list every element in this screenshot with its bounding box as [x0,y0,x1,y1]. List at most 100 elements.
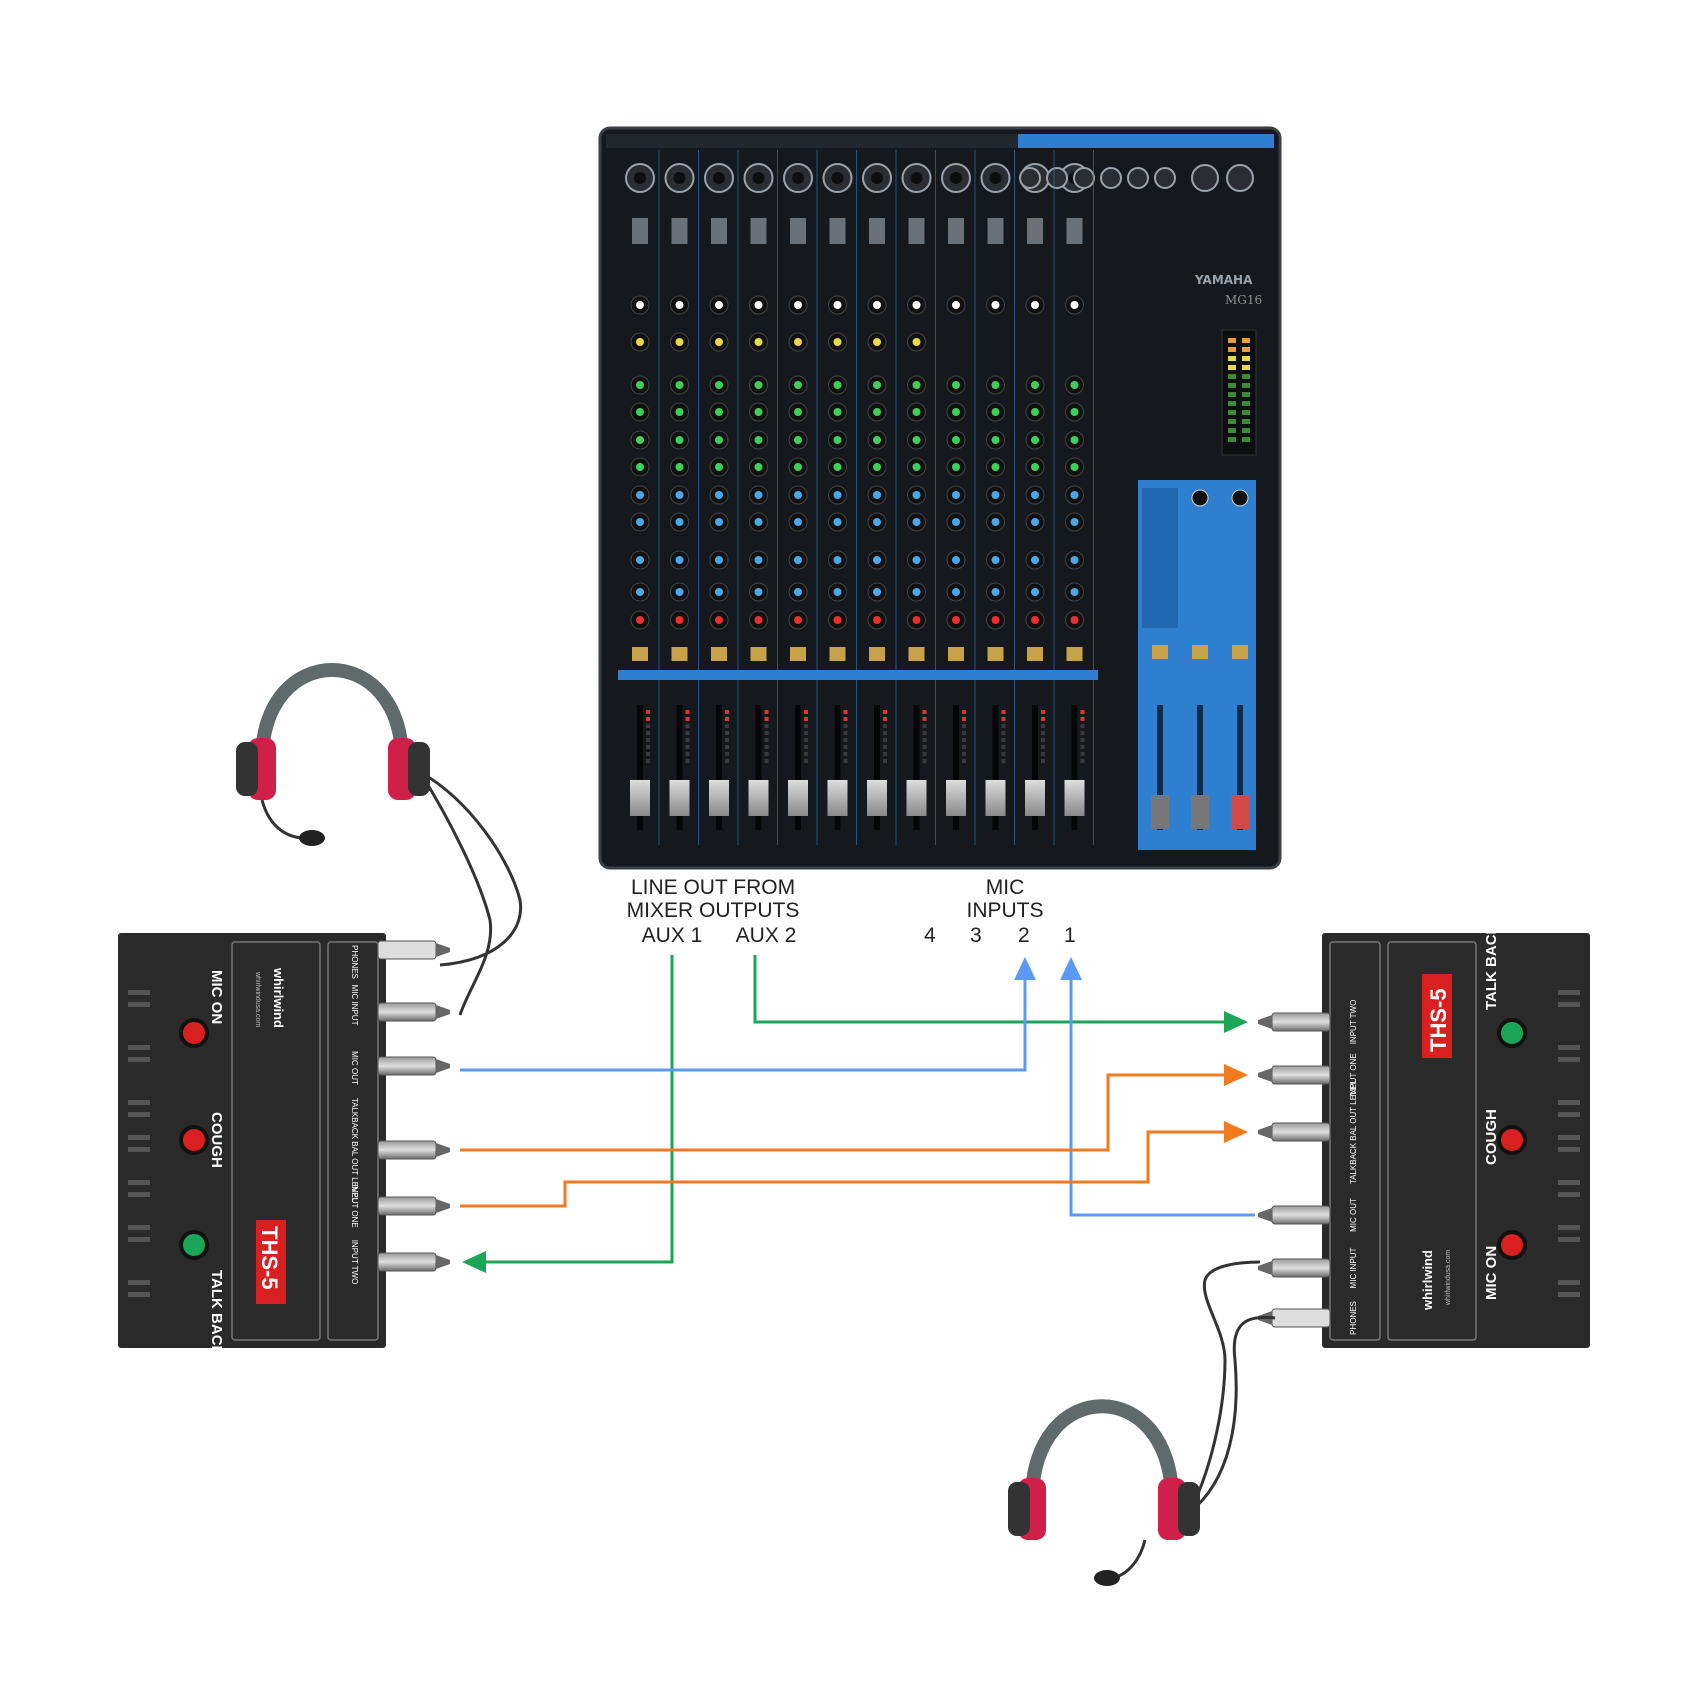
mixer-on-button[interactable] [1027,647,1043,661]
mixer-fader[interactable] [827,780,848,816]
wires [460,955,1255,1273]
right-unit-side-connectors [1558,990,1580,1297]
left-talkback-button[interactable] [179,1230,209,1260]
mixer-fader[interactable] [709,780,729,816]
mixer-accent-panel [1018,134,1274,148]
right-cough-button[interactable] [1497,1125,1527,1155]
mixer-on-button[interactable] [987,647,1004,661]
wire-left-input-one-to-right-talkback [460,1130,1228,1208]
mixer-master-on-button[interactable] [1152,645,1168,659]
right-mic-on-button[interactable] [1497,1230,1527,1260]
aux2-label: AUX 2 [735,924,797,947]
mixer-pad-switch[interactable] [750,218,767,244]
left-mic-on-button[interactable] [179,1018,209,1048]
wire-aux2-to-right-input-two [753,955,1228,1024]
mixer-on-button[interactable] [632,647,648,661]
jack-label: PHONES [350,945,359,979]
mixer-on-button[interactable] [671,647,688,661]
yamaha-mixer: YAMAHA MG16 [598,126,1282,870]
mixer-on-button[interactable] [790,647,806,661]
xlr-plug [1271,1065,1331,1085]
jack-label: TALKBACK BAL OUT LEVEL [1349,1079,1358,1184]
mixer-pad-switch[interactable] [711,218,727,244]
mixer-on-button[interactable] [1066,647,1083,661]
mixer-pad-switch[interactable] [948,218,964,244]
left-site: whirlwindusa.com [254,971,261,1027]
mixer-pad-switch[interactable] [987,218,1004,244]
mixer-input-jacks [625,163,1254,244]
left-cough-button[interactable] [179,1125,209,1155]
mixer-fader[interactable] [906,780,927,816]
right-whirlwind-brand: whirlwind [1420,1250,1435,1311]
right-site: whirlwindusa.com [1445,1250,1452,1306]
left-unit-side-connectors [128,990,150,1297]
left-unit-panel [231,941,321,1341]
xlr-plug [377,1002,437,1022]
mixer-pad-switch[interactable] [908,218,925,244]
mixer-pad-switch[interactable] [790,218,806,244]
mixer-on-button[interactable] [869,647,885,661]
mixer-on-button[interactable] [829,647,846,661]
left-headphones [236,663,523,1016]
left-talkback-unit: MIC ON COUGH TALK BACK THS-5 whirlwind w… [118,933,450,1357]
arrow-mic2 [1014,957,1036,980]
mixer-pad-switch[interactable] [869,218,885,244]
jack-label: MIC OUT [350,1051,359,1085]
mixer-fader[interactable] [867,780,887,816]
left-mic-on-label: MIC ON [208,970,225,1024]
mixer-pad-switch[interactable] [1066,218,1083,244]
left-whirlwind-brand: whirlwind [271,967,286,1028]
mixer-fader[interactable] [946,780,966,816]
mic-input-4: 4 [924,924,936,947]
mixer-pad-switch[interactable] [671,218,688,244]
arrow-right-input-two [1224,1011,1248,1033]
left-cough-label: COUGH [208,1112,225,1168]
mixer-fader[interactable] [788,780,808,816]
mic-inputs-label-2: INPUTS [966,899,1044,922]
mixer-fader[interactable] [748,780,769,816]
mixer-trs-jack [1100,167,1122,189]
phone-plug [1271,1308,1331,1328]
mixer-on-button[interactable] [711,647,727,661]
mixer-fader[interactable] [1064,780,1085,816]
mixer-meter-panel [1221,329,1257,456]
mixer-pad-switch[interactable] [829,218,846,244]
mixer-master-on-button[interactable] [1192,645,1208,659]
mixer-trs-jack [1073,167,1095,189]
mixer-brand: YAMAHA [1194,273,1253,287]
xlr-plug [377,1196,437,1216]
mixer-pad-switch[interactable] [1027,218,1043,244]
left-unit-body [118,933,386,1348]
arrow-mic1 [1060,957,1082,980]
right-headphones [1008,1260,1276,1586]
arrow-right-input-one [1224,1064,1248,1086]
jack-label: PHONES [1349,1301,1358,1335]
mixer-on-button[interactable] [908,647,925,661]
jack-label: INPUT TWO [1349,1000,1358,1045]
right-talkback-button[interactable] [1497,1018,1527,1048]
mixer-pad-switch[interactable] [632,218,648,244]
mixer-model: MG16 [1225,293,1262,307]
mixer-fader[interactable] [669,780,690,816]
mixer-body [598,126,1282,870]
mixer-master-on-button[interactable] [1232,645,1248,659]
mixer-fader[interactable] [1025,780,1045,816]
right-cough-label: COUGH [1483,1109,1500,1165]
jack-label: INPUT ONE [1349,1053,1358,1096]
mixer-master-fader[interactable] [1151,795,1169,829]
mixer-level-meter [1228,338,1250,442]
mixer-fader[interactable] [630,780,650,816]
jack-label: MIC OUT [1349,1198,1358,1232]
mixer-on-button[interactable] [750,647,767,661]
mixer-master-fader[interactable] [1231,795,1249,829]
right-mic-on-label: MIC ON [1483,1246,1500,1300]
mixer-fader[interactable] [985,780,1006,816]
mixer-trs-jack [1019,167,1041,189]
xlr-plug [1271,1122,1331,1142]
mixer-master-fader[interactable] [1191,795,1209,829]
xlr-plug [377,1056,437,1076]
mixer-on-button[interactable] [948,647,964,661]
